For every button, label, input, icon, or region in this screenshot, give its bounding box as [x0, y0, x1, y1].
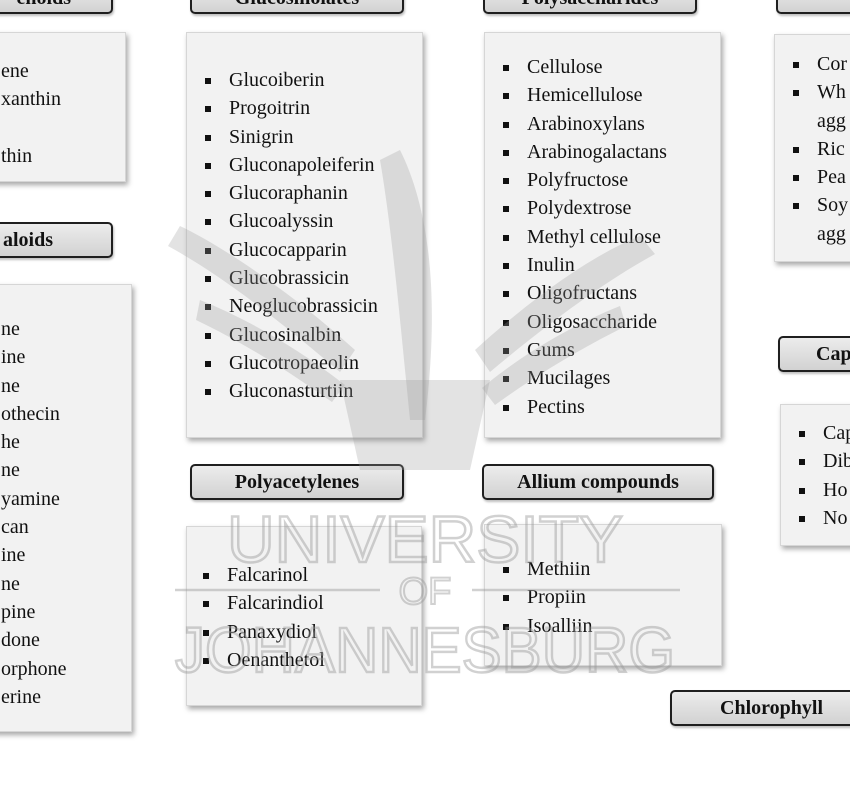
list-item: Cor	[789, 50, 848, 78]
list-item	[1, 114, 61, 142]
list-item: Pectins	[499, 393, 667, 421]
list-item: Dib	[795, 447, 850, 475]
box-allium: Methiin Propiin Isoalliin	[484, 524, 722, 666]
list-item: ne	[1, 572, 20, 595]
list-item: Glucobrassicin	[201, 264, 378, 292]
list-item: Glucoiberin	[201, 66, 378, 94]
list-item: can	[1, 516, 29, 539]
header-allium-label: Allium compounds	[517, 470, 679, 493]
list-item: pine	[1, 600, 36, 623]
header-right-top	[776, 0, 850, 14]
list-item: Cellulose	[499, 53, 667, 81]
list-item: Neoglucobrassicin	[201, 292, 378, 320]
header-allium: Allium compounds	[482, 464, 714, 500]
list-item: Hemicellulose	[499, 81, 667, 109]
list-alkaloids: ne ine ne othecin he ne yamine can ine n…	[1, 315, 67, 711]
list-item: thin	[1, 144, 33, 167]
list-item: Methyl cellulose	[499, 223, 667, 251]
list-item: No	[795, 504, 850, 532]
list-item: Glucoalyssin	[201, 207, 378, 235]
list-item: ne	[1, 374, 20, 397]
list-capsaicinoids: Cap Dib Ho No	[795, 419, 850, 532]
box-right-top: Cor Wh agg Ric Pea Soy agg	[774, 34, 850, 262]
list-item: Arabinoxylans	[499, 110, 667, 138]
list-item: orphone	[1, 657, 67, 680]
list-carotenoids: ene xanthin thin	[1, 57, 61, 170]
list-item: ine	[1, 346, 26, 369]
header-carotenoids: enoids	[0, 0, 113, 14]
header-chlorophyll: Chlorophyll	[670, 690, 850, 726]
list-item: Cap	[795, 419, 850, 447]
header-capsaicinoids-label: Cap	[816, 342, 850, 365]
header-polysaccharides: Polysaccharides	[483, 0, 697, 14]
list-polyacetylenes: Falcarinol Falcarindiol Panaxydiol Oenan…	[199, 561, 325, 674]
list-item: Pea	[789, 163, 848, 191]
box-polyacetylenes: Falcarinol Falcarindiol Panaxydiol Oenan…	[186, 526, 422, 706]
list-glucosinolates: Glucoiberin Progoitrin Sinigrin Gluconap…	[201, 66, 378, 406]
list-item: he	[1, 431, 20, 454]
list-allium: Methiin Propiin Isoalliin	[499, 555, 593, 640]
box-capsaicinoids: Cap Dib Ho No	[780, 404, 850, 546]
list-item: Sinigrin	[201, 123, 378, 151]
list-item: Panaxydiol	[199, 618, 325, 646]
header-glucosinolates: Glucosinolates	[190, 0, 404, 14]
list-item: Methiin	[499, 555, 593, 583]
list-item: done	[1, 629, 40, 652]
header-polyacetylenes: Polyacetylenes	[190, 464, 404, 500]
list-item: Gluconasturtiin	[201, 377, 378, 405]
list-item: Falcarinol	[199, 561, 325, 589]
header-alkaloids: aloids	[0, 222, 113, 258]
header-glucosinolates-label: Glucosinolates	[235, 0, 359, 10]
list-item: othecin	[1, 402, 60, 425]
list-polysaccharides: Cellulose Hemicellulose Arabinoxylans Ar…	[499, 53, 667, 421]
header-carotenoids-label: enoids	[17, 0, 71, 10]
list-item: ine	[1, 544, 26, 567]
list-item: erine	[1, 685, 41, 708]
list-item: Propiin	[499, 583, 593, 611]
box-alkaloids: ne ine ne othecin he ne yamine can ine n…	[0, 284, 132, 732]
list-item: Gluconapoleiferin	[201, 151, 378, 179]
list-item: Glucoraphanin	[201, 179, 378, 207]
list-item: Falcarindiol	[199, 589, 325, 617]
list-item: Inulin	[499, 251, 667, 279]
box-carotenoids: ene xanthin thin	[0, 32, 126, 182]
list-item: ne	[1, 318, 20, 340]
list-item: Progoitrin	[201, 94, 378, 122]
list-item: ne	[1, 459, 20, 482]
list-item: Mucilages	[499, 364, 667, 392]
list-item: Glucocapparin	[201, 236, 378, 264]
list-item: Ric	[789, 135, 848, 163]
list-item: Isoalliin	[499, 612, 593, 640]
list-item: Oligosaccharide	[499, 308, 667, 336]
list-item: Glucosinalbin	[201, 321, 378, 349]
list-item: ene	[1, 60, 29, 82]
list-item: agg	[817, 222, 846, 245]
header-alkaloids-label: aloids	[2, 228, 53, 251]
list-item: Gums	[499, 336, 667, 364]
list-item: xanthin	[1, 88, 61, 111]
list-item: Wh	[789, 78, 848, 106]
list-item: Oligofructans	[499, 279, 667, 307]
list-item: Soy	[789, 191, 848, 219]
header-polysaccharides-label: Polysaccharides	[522, 0, 659, 10]
header-capsaicinoids: Cap	[778, 336, 850, 372]
list-item: Polydextrose	[499, 194, 667, 222]
list-item: agg	[817, 109, 846, 132]
list-item: Glucotropaeolin	[201, 349, 378, 377]
list-item: Polyfructose	[499, 166, 667, 194]
header-polyacetylenes-label: Polyacetylenes	[234, 470, 360, 493]
list-item: yamine	[1, 487, 60, 510]
list-item: Oenanthetol	[199, 646, 325, 674]
list-item: Ho	[795, 476, 850, 504]
header-chlorophyll-label: Chlorophyll	[720, 696, 823, 719]
list-right-top: Cor Wh agg Ric Pea Soy agg	[789, 50, 848, 248]
list-item: Arabinogalactans	[499, 138, 667, 166]
box-glucosinolates: Glucoiberin Progoitrin Sinigrin Gluconap…	[186, 32, 423, 438]
box-polysaccharides: Cellulose Hemicellulose Arabinoxylans Ar…	[484, 32, 721, 438]
